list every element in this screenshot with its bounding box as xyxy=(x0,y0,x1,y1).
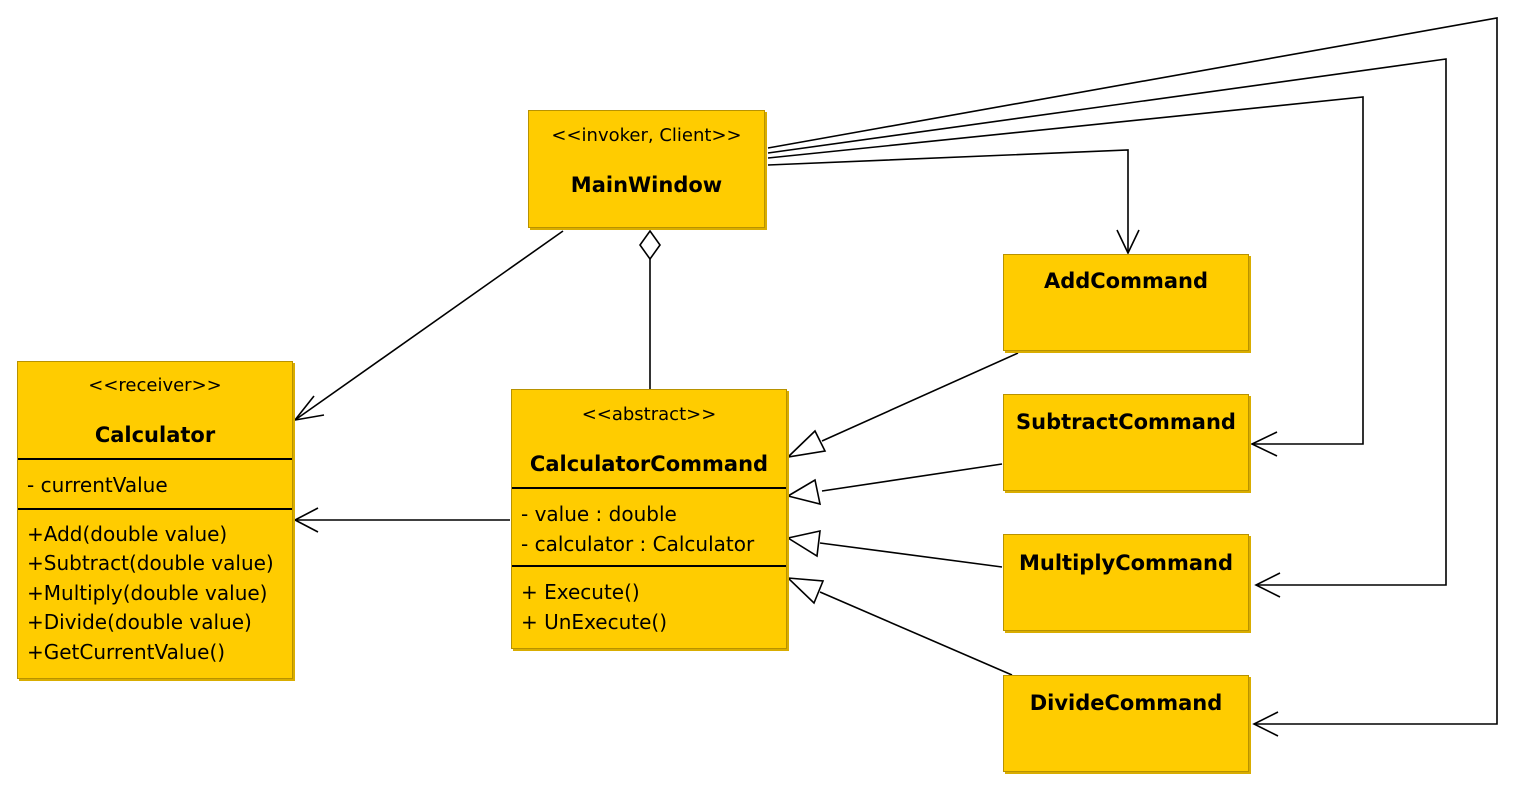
class-subtractcommand[interactable]: SubtractCommand xyxy=(1003,394,1249,491)
class-calculatorcommand[interactable]: <<abstract>> CalculatorCommand - value :… xyxy=(511,389,787,649)
association-mainwindow-multiplycommand xyxy=(767,58,1447,586)
generalization-divide xyxy=(819,591,1013,676)
dividecommand-name: DivideCommand xyxy=(1029,691,1223,715)
association-mainwindow-addcommand xyxy=(767,149,1129,253)
arrowhead-addcommand xyxy=(1116,229,1140,255)
arrowhead-dividecommand xyxy=(1252,711,1279,737)
calculator-separator-2 xyxy=(18,508,292,510)
calculator-operation: +GetCurrentValue() xyxy=(27,640,226,664)
generalization-triangle-subtract xyxy=(785,478,822,506)
class-multiplycommand[interactable]: MultiplyCommand xyxy=(1003,534,1249,631)
class-mainwindow[interactable]: <<invoker, Client>> MainWindow xyxy=(528,110,765,228)
calculator-separator-1 xyxy=(18,458,292,460)
calculatorcommand-separator-2 xyxy=(512,565,786,567)
generalization-triangle-multiply xyxy=(785,529,821,558)
calculator-attribute: - currentValue xyxy=(27,473,168,497)
aggregation-diamond xyxy=(639,229,661,261)
calculator-operation: +Multiply(double value) xyxy=(27,581,268,605)
generalization-subtract xyxy=(821,463,1003,492)
calculatorcommand-stereotype: <<abstract>> xyxy=(581,404,717,425)
association-mainwindow-calculator xyxy=(294,230,564,421)
calculator-operation: +Add(double value) xyxy=(27,522,228,546)
calculator-operation: +Subtract(double value) xyxy=(27,551,274,575)
class-addcommand[interactable]: AddCommand xyxy=(1003,254,1249,351)
calculatorcommand-name: CalculatorCommand xyxy=(529,452,769,476)
association-mainwindow-subtractcommand xyxy=(767,96,1364,445)
addcommand-name: AddCommand xyxy=(1043,269,1209,293)
calculator-stereotype: <<receiver>> xyxy=(88,375,222,396)
multiplycommand-name: MultiplyCommand xyxy=(1019,551,1233,575)
class-dividecommand[interactable]: DivideCommand xyxy=(1003,675,1249,772)
mainwindow-stereotype: <<invoker, Client>> xyxy=(551,125,742,146)
calculatorcommand-separator-1 xyxy=(512,487,786,489)
mainwindow-name: MainWindow xyxy=(570,173,723,197)
arrowhead-multiplycommand xyxy=(1254,572,1281,598)
calculator-name: Calculator xyxy=(94,423,216,447)
arrowhead-calculator-from-command xyxy=(293,507,319,533)
subtractcommand-name: SubtractCommand xyxy=(1016,410,1236,434)
association-mainwindow-dividecommand xyxy=(767,17,1498,725)
generalization-triangle-divide xyxy=(785,577,825,605)
generalization-add xyxy=(821,352,1019,442)
class-calculator[interactable]: <<receiver>> Calculator - currentValue +… xyxy=(17,361,293,679)
arrowhead-calculator-from-mainwindow xyxy=(293,395,325,422)
calculatorcommand-operation: + Execute() xyxy=(521,580,640,604)
generalization-triangle-add xyxy=(785,429,827,459)
calculatorcommand-attribute: - value : double xyxy=(521,502,677,526)
calculator-operation: +Divide(double value) xyxy=(27,610,252,634)
calculatorcommand-attribute: - calculator : Calculator xyxy=(521,532,755,556)
arrowhead-subtractcommand xyxy=(1250,431,1278,457)
calculatorcommand-operation: + UnExecute() xyxy=(521,610,668,634)
generalization-multiply xyxy=(819,542,1003,568)
